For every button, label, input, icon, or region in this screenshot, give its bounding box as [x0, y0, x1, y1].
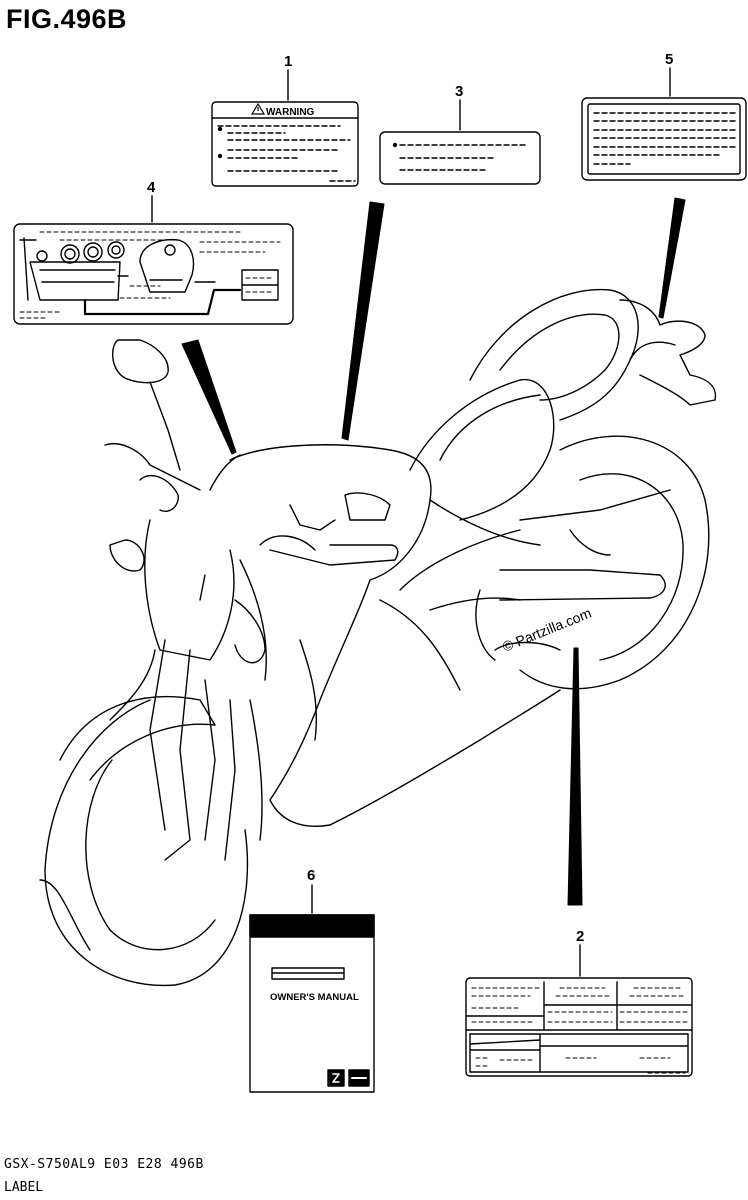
pointer-label-3 — [341, 201, 385, 441]
label-1-warning — [211, 69, 359, 187]
manual-text: OWNER'S MANUAL — [270, 992, 359, 1003]
callout-3: 3 — [455, 83, 463, 100]
callout-4: 4 — [147, 179, 156, 196]
pointer-label-2 — [567, 647, 583, 906]
label-4-hose-routing — [13, 195, 294, 325]
callout-1: 1 — [284, 53, 292, 70]
label-5 — [581, 67, 747, 181]
figure-title: FIG.496B — [6, 4, 128, 34]
watermark: © Partzilla.com — [500, 605, 593, 655]
label-2-tire-info — [465, 944, 693, 1077]
pointer-label-4 — [181, 339, 237, 455]
motorcycle-outline — [39, 288, 717, 987]
warning-text: WARNING — [266, 107, 315, 118]
callout-2: 2 — [576, 928, 584, 945]
warning-triangle-icon — [250, 102, 266, 115]
callout-5: 5 — [665, 51, 673, 68]
model-code: GSX-S750AL9 E03 E28 496B — [4, 1157, 204, 1172]
part-name: LABEL — [4, 1180, 44, 1195]
label-3 — [379, 99, 541, 185]
pointer-label-5 — [658, 197, 686, 319]
suzuki-logo-icon — [327, 1069, 345, 1087]
label-6-owners-manual — [249, 884, 375, 1093]
callout-6: 6 — [307, 867, 315, 884]
